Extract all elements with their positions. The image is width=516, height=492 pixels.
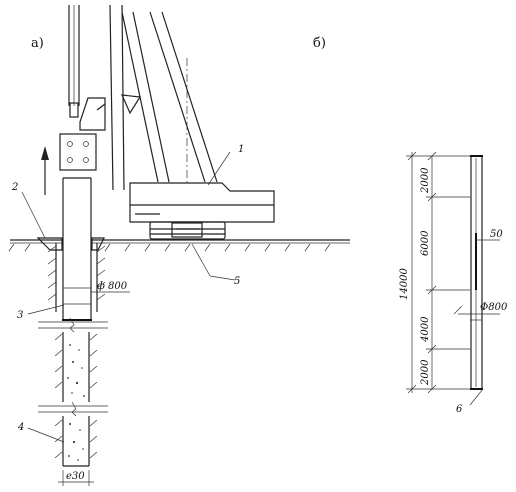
- callout-4: 4: [17, 422, 24, 433]
- dim-seg-bottom: 2000: [420, 359, 431, 386]
- borehole: [47, 243, 106, 312]
- callout-2: 2: [11, 182, 18, 193]
- arrow-head: [41, 146, 49, 160]
- callout-3: 3: [17, 310, 23, 321]
- dim-seg-top: 2000: [420, 167, 431, 194]
- panel-a-label: а): [31, 36, 44, 51]
- ground-surface: [8, 237, 350, 252]
- break-line-upper: [38, 317, 108, 333]
- break-line-lower: [38, 401, 108, 417]
- pipe-diameter-label: ф 800: [97, 281, 128, 292]
- callout-leaders: [21, 151, 236, 443]
- dim-diameter: Ф800: [480, 302, 508, 313]
- dim-total-length: 14000: [399, 268, 410, 300]
- oscillator-block: [59, 133, 97, 171]
- casing-pipe: [62, 177, 130, 321]
- callout-6: 6: [456, 404, 463, 415]
- panel-b-label: б): [313, 36, 326, 51]
- drilling-rig: [68, 4, 275, 240]
- dim-wall-thickness: 50: [490, 229, 503, 240]
- dimension-lines-b: [406, 151, 500, 394]
- callout-5: 5: [234, 276, 240, 287]
- dim-seg-upper: 6000: [420, 230, 431, 256]
- bottom-width-label: е30: [66, 471, 85, 482]
- concrete-pile: [54, 332, 98, 486]
- pipe-section: [469, 155, 484, 406]
- dim-seg-lower: 4000: [420, 316, 431, 343]
- callout-1: 1: [238, 144, 244, 155]
